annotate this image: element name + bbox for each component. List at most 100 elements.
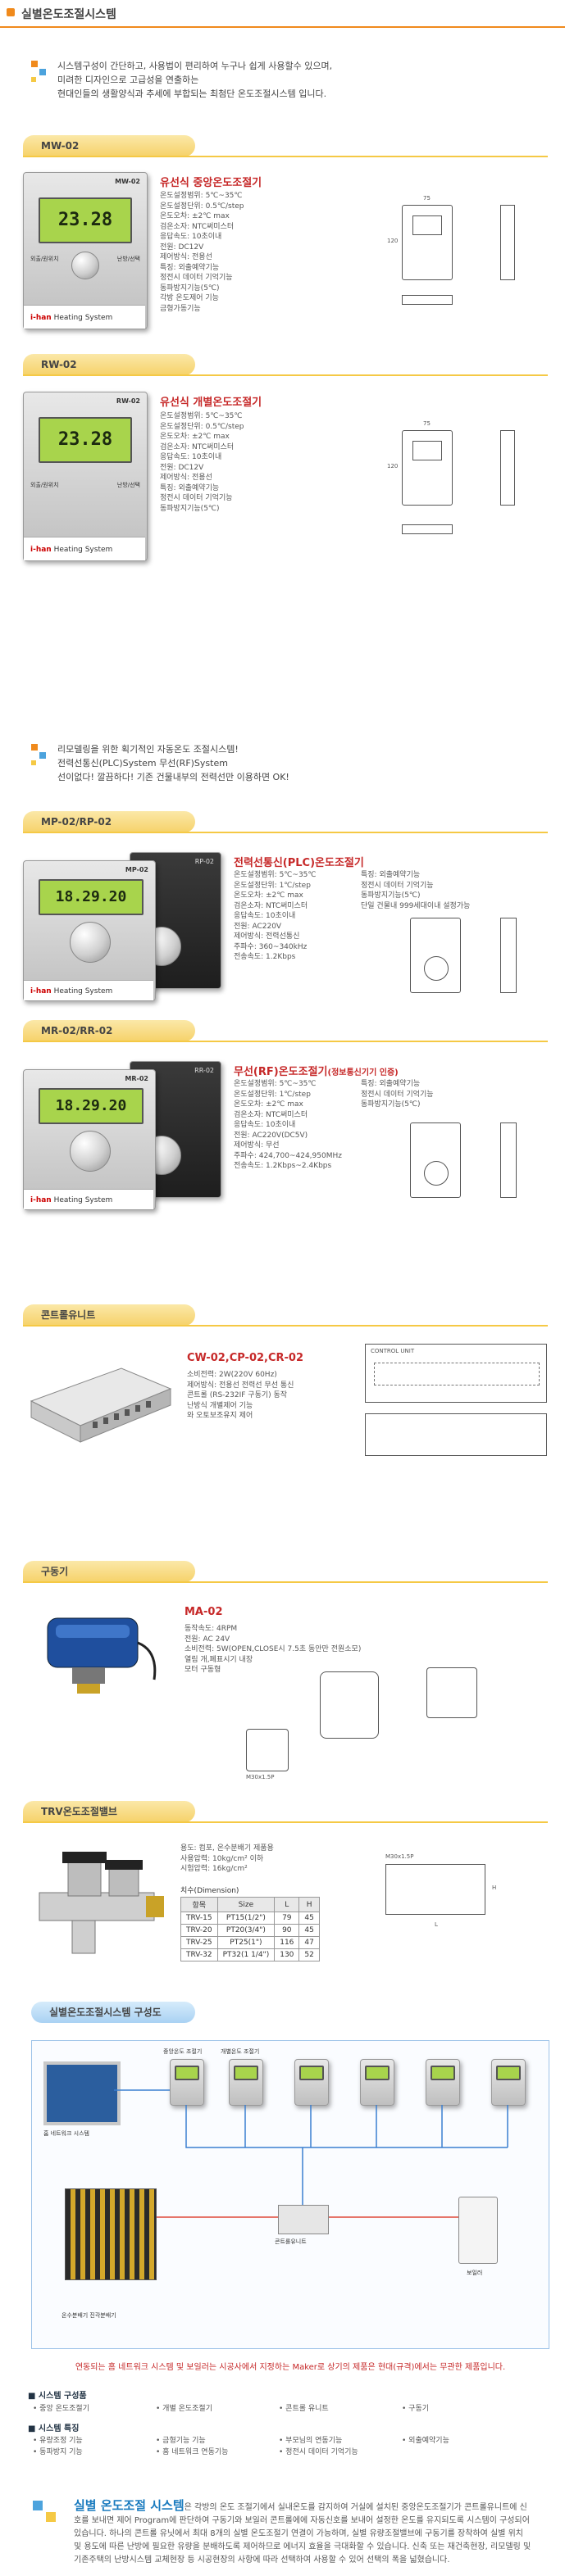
section-label-trv: TRV온도조절밸브 <box>23 1801 195 1822</box>
actuator-front-drawing <box>320 1671 379 1739</box>
lead-line: 전력선통신(PLC)System 무선(RF)System <box>57 758 228 769</box>
intro-text: 시스템구성이 간단하고, 사용법이 편리하여 누구나 쉽게 사용할수 있으며, … <box>57 59 517 101</box>
table-header: H <box>298 1897 320 1912</box>
lcd-display: 18.29.20 <box>39 879 144 915</box>
section-label-system: 실별온도조절시스템 구성도 <box>31 2002 195 2023</box>
dim-width: 75 <box>423 195 431 202</box>
thermostat-icon <box>426 2059 460 2106</box>
quote-mark-icon <box>31 61 46 82</box>
panel-label: 홈 네트워크 시스템 <box>43 2130 89 2137</box>
manifold-label: 온수분배기 진각분배기 <box>62 2312 116 2319</box>
actuator-side-drawing <box>246 1729 289 1771</box>
summary-text: 실별 온도조절 시스템은 각방의 온도 조절기에서 실내온도를 감지하여 거실에… <box>74 2499 533 2567</box>
trv-valve-image <box>39 1852 164 1954</box>
model-label: MP-02 <box>125 866 148 873</box>
components-title: ■ 시스템 구성품 <box>28 2392 87 2401</box>
quote-mark-icon <box>33 2501 56 2522</box>
knob-icon <box>70 922 111 963</box>
knob-icon <box>71 252 99 279</box>
thermostat-icon <box>229 2059 263 2106</box>
trv-drawing <box>385 1864 485 1915</box>
actuator-image <box>47 1617 157 1694</box>
button-label: 외출/원위치 <box>30 482 59 488</box>
list-item: • 콘트롤 유니트 <box>279 2405 329 2413</box>
mr-thermostat-image: MR-02 18.29.20 i-han Heating System <box>23 1069 156 1210</box>
section-rule <box>23 1041 548 1042</box>
section-label-mr: MR-02/RR-02 <box>23 1020 195 1041</box>
trv-spec-text: 용도: 컴포, 온수분배기 제품용 사용압력: 10kg/cm² 이하 시험압력… <box>180 1844 274 1873</box>
button-label: 난방/선택 <box>116 482 140 488</box>
mp-thermostat-image: MP-02 18.29.20 i-han Heating System <box>23 860 156 1001</box>
mp-feature-text: 특징: 외출예약기능 정전시 데이터 기억기능 동파방지기능(5℃) 단일 건물… <box>361 871 471 910</box>
model-label: MW-02 <box>115 178 140 185</box>
main-thermostat-label: 중앙온도 조절기 <box>163 2048 203 2055</box>
mr-side-drawing <box>500 1122 517 1198</box>
control-side-drawing <box>365 1413 547 1456</box>
rw-front-drawing <box>402 430 453 506</box>
mp-front-drawing <box>410 918 461 993</box>
thermostat-icon <box>294 2059 329 2106</box>
rw-product-title: 유선식 개별온도조절기 <box>160 397 262 409</box>
dim-height: H <box>492 1884 497 1891</box>
thermostat-icon <box>360 2059 394 2106</box>
mp-side-drawing <box>500 918 517 993</box>
actuator-spec-text: 동작속도: 4RPM 전원: AC 24V 소비전력: 5W(OPEN,CLOS… <box>185 1625 362 1674</box>
mp-product-title: 전력선통신(PLC)온도조절기 <box>234 857 364 869</box>
system-note: 연동되는 홈 네트워크 시스템 및 보일러는 시공사에서 지정하는 Maker로… <box>75 2363 506 2372</box>
list-item: • 부모님의 연동기능 <box>279 2437 343 2445</box>
home-network-panel-image <box>43 2061 121 2125</box>
section-label-rw: RW-02 <box>23 354 195 375</box>
list-item: • 동파방지 기능 <box>33 2448 83 2456</box>
brand-logo: i-han Heating System <box>30 314 113 322</box>
dim-thread: M30x1.5P <box>246 1774 275 1780</box>
title-bullet-icon <box>7 8 15 16</box>
rw-thermostat-image: RW-02 23.28 외출/원위치 난방/선택 i-han Heating S… <box>23 392 148 561</box>
lead-text: 리모델링을 위한 획기적인 자동온도 조절시스템! 전력선통신(PLC)Syst… <box>57 742 517 784</box>
trv-dimension-title: 치수(Dimension) <box>180 1887 239 1895</box>
section-rule <box>23 374 548 376</box>
lcd-display: 18.29.20 <box>39 1088 144 1124</box>
table-header: L <box>274 1897 300 1912</box>
list-item: • 개별 온도조절기 <box>156 2405 212 2413</box>
lcd-display: 23.28 <box>39 197 132 243</box>
list-item: • 금형기능 기능 <box>156 2437 206 2445</box>
features-title: ■ 시스템 특징 <box>28 2424 80 2433</box>
model-label: RW-02 <box>116 397 140 405</box>
features-list: • 유량조정 기능• 금형기능 기능• 부모님의 연동기능• 외출예약기능 • … <box>33 2435 541 2458</box>
section-label-mp: MP-02/RP-02 <box>23 811 195 832</box>
mw-bottom-drawing <box>402 295 453 305</box>
control-product-title: CW-02,CP-02,CR-02 <box>187 1352 304 1364</box>
mr-product-title: 무선(RF)온도조절기(정보통신기기 인증) <box>234 1066 399 1078</box>
section-rule <box>23 1581 548 1583</box>
lcd-display: 23.28 <box>39 417 132 463</box>
mw-product-title: 유선식 중앙온도조절기 <box>160 177 262 189</box>
list-item: • 외출예약기능 <box>402 2437 449 2445</box>
model-label: RP-02 <box>194 858 214 865</box>
control-unit-image <box>30 1367 172 1443</box>
section-rule <box>23 832 548 833</box>
actuator-product-title: MA-02 <box>185 1606 223 1618</box>
boiler-label: 보일러 <box>467 2270 483 2276</box>
dim-length: L <box>435 1921 438 1928</box>
control-unit-icon <box>278 2205 329 2234</box>
summary-body: 은 각방의 온도 조절기에서 실내온도를 감지하여 거실에 설치된 중앙온도조절… <box>74 2503 531 2565</box>
components-list: • 중앙 온도조절기• 개별 온도조절기• 콘트롤 유니트• 구동기 <box>33 2402 541 2413</box>
title-bar: 실별온도조절시스템 <box>0 0 565 28</box>
mw-thermostat-image: MW-02 23.28 외출/원위치 난방/선택 i-han Heating S… <box>23 172 148 329</box>
section-rule <box>23 1821 548 1823</box>
mw-front-drawing <box>402 205 453 280</box>
list-item: • 구동기 <box>402 2405 430 2413</box>
boiler-icon <box>458 2197 498 2264</box>
brand-logo: i-han Heating System <box>30 1196 113 1204</box>
intro-line: 현대인들의 생활양식과 추세에 부합되는 최첨단 온도조절시스템 입니다. <box>57 88 327 99</box>
section-label-mw: MW-02 <box>23 135 195 156</box>
section-rule <box>23 1325 548 1327</box>
control-unit-label: 콘트롤유니트 <box>275 2238 307 2245</box>
button-label: 난방/선택 <box>116 256 140 262</box>
summary-highlight: 실별 온도조절 시스템 <box>74 2498 185 2513</box>
model-label: MR-02 <box>125 1075 148 1082</box>
